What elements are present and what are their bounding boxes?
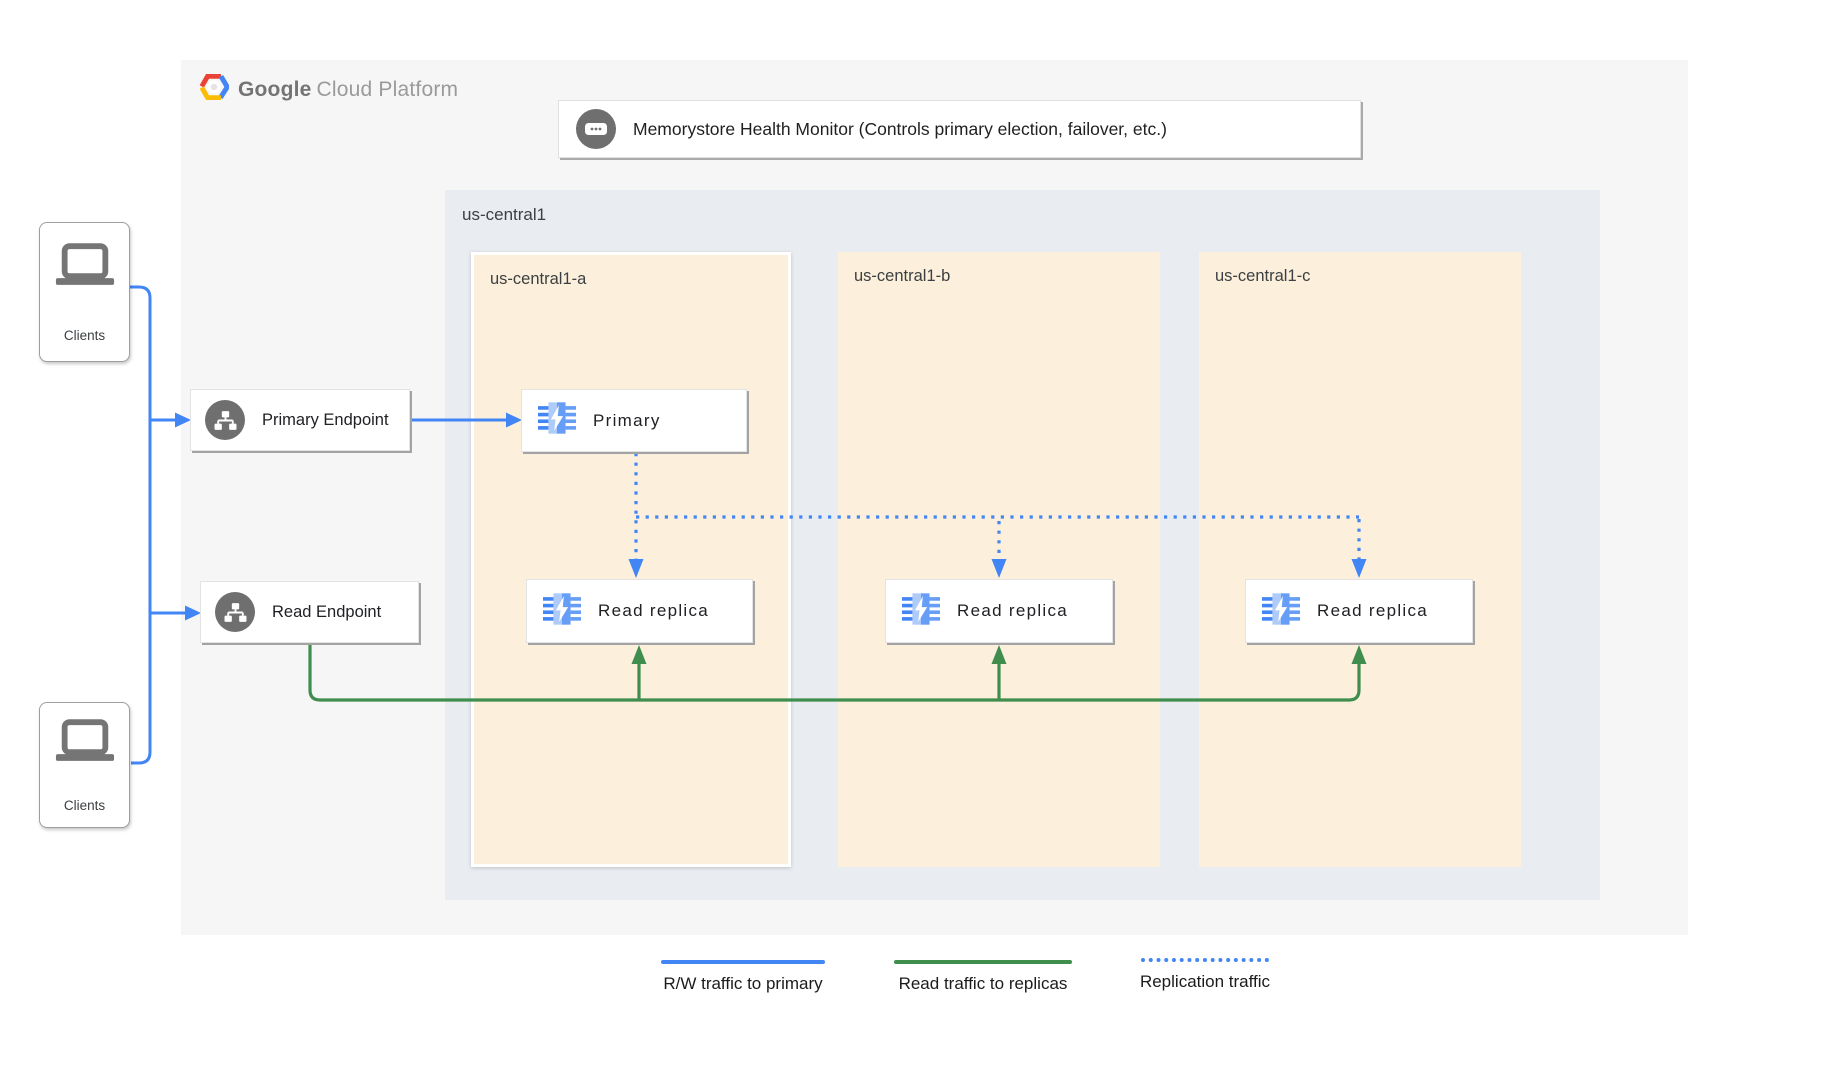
read-replica-node-c: Read replica — [1245, 579, 1473, 643]
clients-label: Clients — [63, 798, 106, 813]
memorystore-icon — [1262, 590, 1300, 633]
network-endpoint-icon — [205, 400, 245, 440]
chat-dots-icon — [576, 109, 616, 149]
read-replica-node-a: Read replica — [526, 579, 753, 643]
read-replica-node-b: Read replica — [885, 579, 1113, 643]
read-replica-label: Read replica — [598, 601, 710, 620]
memorystore-icon — [902, 590, 940, 633]
laptop-icon — [54, 719, 116, 771]
health-monitor-bar: Memorystore Health Monitor (Controls pri… — [558, 100, 1361, 158]
zone-label: us-central1-a — [490, 270, 587, 288]
network-endpoint-icon — [215, 592, 255, 632]
gcp-hexagon-icon — [199, 73, 231, 105]
primary-endpoint-label: Primary Endpoint — [262, 410, 389, 429]
read-endpoint-node: Read Endpoint — [200, 581, 419, 643]
rw-traffic-arrowheads — [175, 412, 522, 621]
legend-line-green-solid — [894, 960, 1072, 964]
clients-box-top: Clients — [39, 222, 130, 362]
zone-label: us-central1-b — [854, 267, 951, 285]
primary-node: Primary — [521, 389, 747, 452]
legend-label: Read traffic to replicas — [898, 974, 1068, 993]
read-traffic-lines — [308, 644, 1361, 702]
primary-endpoint-node: Primary Endpoint — [190, 389, 410, 451]
memorystore-icon — [543, 590, 581, 633]
legend-replication-traffic: Replication traffic — [1130, 958, 1280, 992]
region-us-central1: us-central1 us-central1-a us-central1-b … — [445, 190, 1600, 900]
legend-line-blue-dotted — [1141, 958, 1269, 962]
primary-node-label: Primary — [593, 410, 661, 430]
replication-traffic-lines — [634, 453, 1361, 561]
read-endpoint-label: Read Endpoint — [272, 602, 382, 621]
legend-line-blue-solid — [661, 960, 825, 964]
region-label: us-central1 — [462, 205, 547, 224]
zone-label: us-central1-c — [1215, 267, 1311, 285]
clients-label: Clients — [63, 328, 106, 343]
read-replica-label: Read replica — [1317, 601, 1429, 620]
rw-traffic-lines — [130, 285, 507, 765]
legend-label: R/W traffic to primary — [663, 974, 823, 993]
clients-box-bottom: Clients — [39, 702, 130, 828]
memorystore-icon — [538, 399, 576, 442]
legend-rw-traffic: R/W traffic to primary — [654, 960, 832, 994]
health-monitor-label: Memorystore Health Monitor (Controls pri… — [633, 118, 1167, 139]
replication-traffic-arrowheads — [628, 559, 1367, 578]
read-traffic-arrowheads — [631, 645, 1367, 664]
read-replica-label: Read replica — [957, 601, 1069, 620]
laptop-icon — [54, 243, 116, 295]
legend-read-traffic: Read traffic to replicas — [890, 960, 1076, 994]
legend-label: Replication traffic — [1139, 972, 1271, 991]
